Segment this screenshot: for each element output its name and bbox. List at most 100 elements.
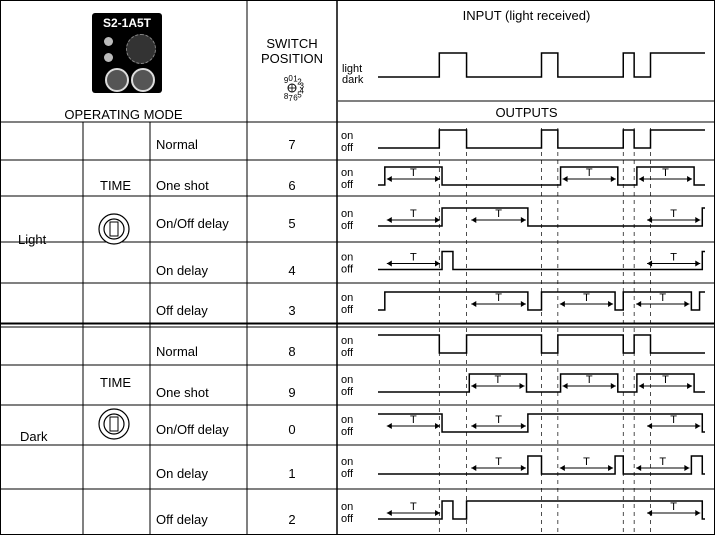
timer-arrowhead bbox=[386, 217, 392, 223]
group-label-light: Light bbox=[18, 232, 47, 247]
output-level-on: on bbox=[341, 456, 353, 468]
output-level-on: on bbox=[341, 335, 353, 347]
timer-label: T bbox=[495, 374, 502, 386]
mode-label: One shot bbox=[156, 178, 209, 193]
dial-digit: 8 bbox=[284, 92, 289, 101]
time-label: TIME bbox=[100, 375, 132, 390]
input-title: INPUT (light received) bbox=[462, 8, 591, 23]
timer-label: T bbox=[662, 374, 669, 386]
knob-icon bbox=[109, 221, 119, 237]
timer-arrowhead bbox=[695, 217, 701, 223]
timer-arrowhead bbox=[471, 465, 477, 471]
output-level-on: on bbox=[341, 414, 353, 426]
timer-label: T bbox=[495, 414, 502, 426]
switch-value: 0 bbox=[288, 422, 296, 437]
timer-arrowhead bbox=[684, 465, 690, 471]
timer-arrowhead bbox=[687, 383, 693, 389]
output-level-off: off bbox=[341, 304, 354, 316]
timer-arrowhead bbox=[638, 176, 644, 182]
timer-arrowhead bbox=[695, 423, 701, 429]
output-level-on: on bbox=[341, 292, 353, 304]
output-waveform bbox=[378, 250, 705, 271]
timer-arrowhead bbox=[386, 423, 392, 429]
input-waveform bbox=[378, 52, 705, 78]
output-level-off: off bbox=[341, 179, 354, 191]
switch-value: 4 bbox=[288, 263, 296, 278]
output-level-on: on bbox=[341, 252, 353, 264]
timer-arrowhead bbox=[386, 176, 392, 182]
timer-label: T bbox=[670, 208, 677, 220]
output-waveform bbox=[378, 500, 705, 520]
input-level-light: light bbox=[342, 63, 363, 75]
timer-arrowhead bbox=[562, 176, 568, 182]
knob-icon bbox=[109, 416, 119, 432]
outputs-title: OUTPUTS bbox=[495, 105, 558, 120]
mode-label: Off delay bbox=[156, 303, 208, 318]
switch-position-label: POSITION bbox=[260, 51, 324, 66]
output-level-on: on bbox=[341, 374, 353, 386]
timer-label: T bbox=[495, 292, 502, 304]
output-level-off: off bbox=[341, 513, 354, 525]
timer-label: T bbox=[659, 292, 666, 304]
timer-label: T bbox=[583, 456, 590, 468]
output-level-on: on bbox=[341, 501, 353, 513]
timer-arrowhead bbox=[687, 176, 693, 182]
timer-arrowhead bbox=[520, 465, 526, 471]
device-model-label: S2-1A5T bbox=[102, 16, 152, 30]
timer-label: T bbox=[583, 292, 590, 304]
timer-label: T bbox=[410, 252, 417, 264]
timer-arrowhead bbox=[562, 383, 568, 389]
switch-value: 7 bbox=[288, 137, 296, 152]
timer-arrowhead bbox=[471, 217, 477, 223]
timer-arrowhead bbox=[610, 176, 616, 182]
output-level-on: on bbox=[341, 208, 353, 220]
switch-value: 5 bbox=[288, 216, 296, 231]
timer-arrowhead bbox=[559, 465, 565, 471]
switch-value: 1 bbox=[288, 466, 296, 481]
timer-label: T bbox=[670, 414, 677, 426]
dial-digit: 1 bbox=[293, 75, 298, 84]
timer-arrowhead bbox=[386, 510, 392, 516]
group-label-dark: Dark bbox=[20, 429, 48, 444]
mode-label: On delay bbox=[156, 466, 209, 481]
mode-dial-icon bbox=[126, 34, 156, 64]
dial-digit: 9 bbox=[284, 76, 289, 85]
knob-icon bbox=[131, 68, 155, 92]
timer-label: T bbox=[410, 414, 417, 426]
timer-arrowhead bbox=[695, 510, 701, 516]
dial-digit: 4 bbox=[299, 86, 304, 95]
output-level-off: off bbox=[341, 468, 354, 480]
output-level-off: off bbox=[341, 386, 354, 398]
timer-arrowhead bbox=[435, 217, 441, 223]
output-level-off: off bbox=[341, 220, 354, 232]
timer-arrowhead bbox=[435, 423, 441, 429]
output-waveform bbox=[378, 373, 705, 393]
mode-label: On/Off delay bbox=[156, 216, 229, 231]
time-label: TIME bbox=[100, 178, 132, 193]
timer-label: T bbox=[670, 252, 677, 264]
dial-digit: 2 bbox=[297, 77, 302, 86]
switch-value: 6 bbox=[288, 178, 296, 193]
timer-arrowhead bbox=[608, 465, 614, 471]
timer-label: T bbox=[659, 456, 666, 468]
output-waveform bbox=[378, 129, 705, 149]
output-level-on: on bbox=[341, 130, 353, 142]
timer-label: T bbox=[495, 208, 502, 220]
switch-value: 2 bbox=[288, 512, 296, 527]
output-waveform bbox=[378, 413, 705, 433]
dial-digit: 5 bbox=[297, 91, 302, 100]
mode-label: On delay bbox=[156, 263, 209, 278]
timer-label: T bbox=[410, 167, 417, 179]
dial-digit: 6 bbox=[293, 93, 298, 102]
timer-arrowhead bbox=[520, 217, 526, 223]
timer-arrowhead bbox=[520, 301, 526, 307]
output-waveform bbox=[378, 455, 705, 475]
indicator-led bbox=[104, 53, 113, 62]
switch-value: 9 bbox=[288, 385, 296, 400]
knob-icon bbox=[105, 68, 129, 92]
timer-arrowhead bbox=[608, 301, 614, 307]
output-level-off: off bbox=[341, 347, 354, 359]
timer-arrowhead bbox=[610, 383, 616, 389]
